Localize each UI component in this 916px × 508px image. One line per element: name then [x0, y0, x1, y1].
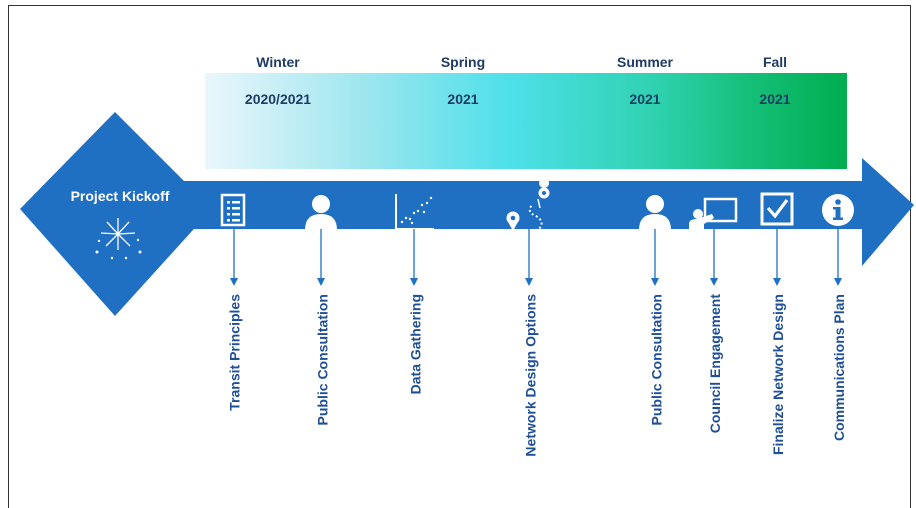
fireworks-icon: [95, 218, 142, 260]
season-spring: Spring: [440, 54, 486, 70]
scatter-plot-icon: [395, 194, 434, 230]
person-icon-2: [639, 195, 671, 230]
season-summer: Summer: [616, 54, 674, 70]
timeline-arrow: [170, 158, 914, 266]
year-fall: 2021: [759, 91, 791, 107]
kickoff-diamond: [20, 112, 212, 316]
year-winter: 2020/2021: [244, 91, 312, 107]
year-summer: 2021: [629, 91, 661, 107]
kickoff-label: Project Kickoff: [70, 188, 170, 204]
season-fall: Fall: [762, 54, 788, 70]
timeline-gradient-band: [205, 73, 847, 169]
checkbox-icon: [760, 192, 794, 226]
person-icon: [305, 195, 337, 230]
route-map-icon: [506, 178, 550, 231]
year-spring: 2021: [447, 91, 479, 107]
connector-arrows: [230, 229, 842, 286]
diagram-frame: [8, 5, 911, 508]
presenter-board-icon: [689, 197, 738, 231]
info-icon: [822, 194, 854, 226]
season-winter: Winter: [256, 54, 300, 70]
checklist-icon: [220, 193, 246, 227]
